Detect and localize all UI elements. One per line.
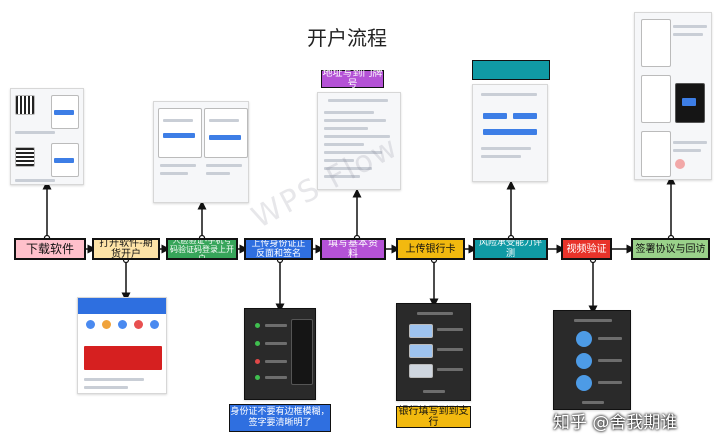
step-video-verify[interactable]: 视频验证	[561, 238, 612, 260]
screenshot-basic-info	[317, 92, 401, 190]
step-risk-assessment[interactable]: 风险承受能力评测	[473, 238, 548, 260]
step-basic-info[interactable]: 填写基本资料	[320, 238, 386, 260]
note-id-clarity: 身份证不要有边框模糊，签字要清晰明了	[229, 404, 331, 432]
screenshot-upload-bank	[396, 303, 471, 401]
screenshot-download	[10, 88, 84, 185]
step-download-software[interactable]: 下载软件	[14, 238, 86, 260]
step-upload-id[interactable]: 上传身份证正反面和签名	[244, 238, 313, 260]
note-risk	[472, 60, 550, 80]
screenshot-video-verify	[553, 310, 631, 410]
screenshot-risk-assessment	[472, 84, 548, 182]
page-title: 开户流程	[307, 26, 387, 50]
step-sign-agreement[interactable]: 签署协议与回访	[631, 238, 710, 260]
screenshot-sign-agreement	[634, 12, 712, 180]
step-face-verify[interactable]: 人脸验证-手机号码验证码登录上开户	[166, 238, 238, 260]
note-address: 地址写到门牌号	[321, 68, 384, 90]
screenshot-open-software	[77, 297, 167, 394]
note-bank-branch: 银行填写到到支行	[396, 406, 471, 428]
step-open-software[interactable]: 打开软件-期货开户	[92, 238, 160, 260]
corner-watermark: 知乎 @舍我期谁	[553, 413, 678, 433]
screenshot-face-verify	[153, 101, 249, 203]
step-upload-bank-card[interactable]: 上传银行卡	[396, 238, 465, 260]
screenshot-upload-id	[244, 308, 316, 400]
